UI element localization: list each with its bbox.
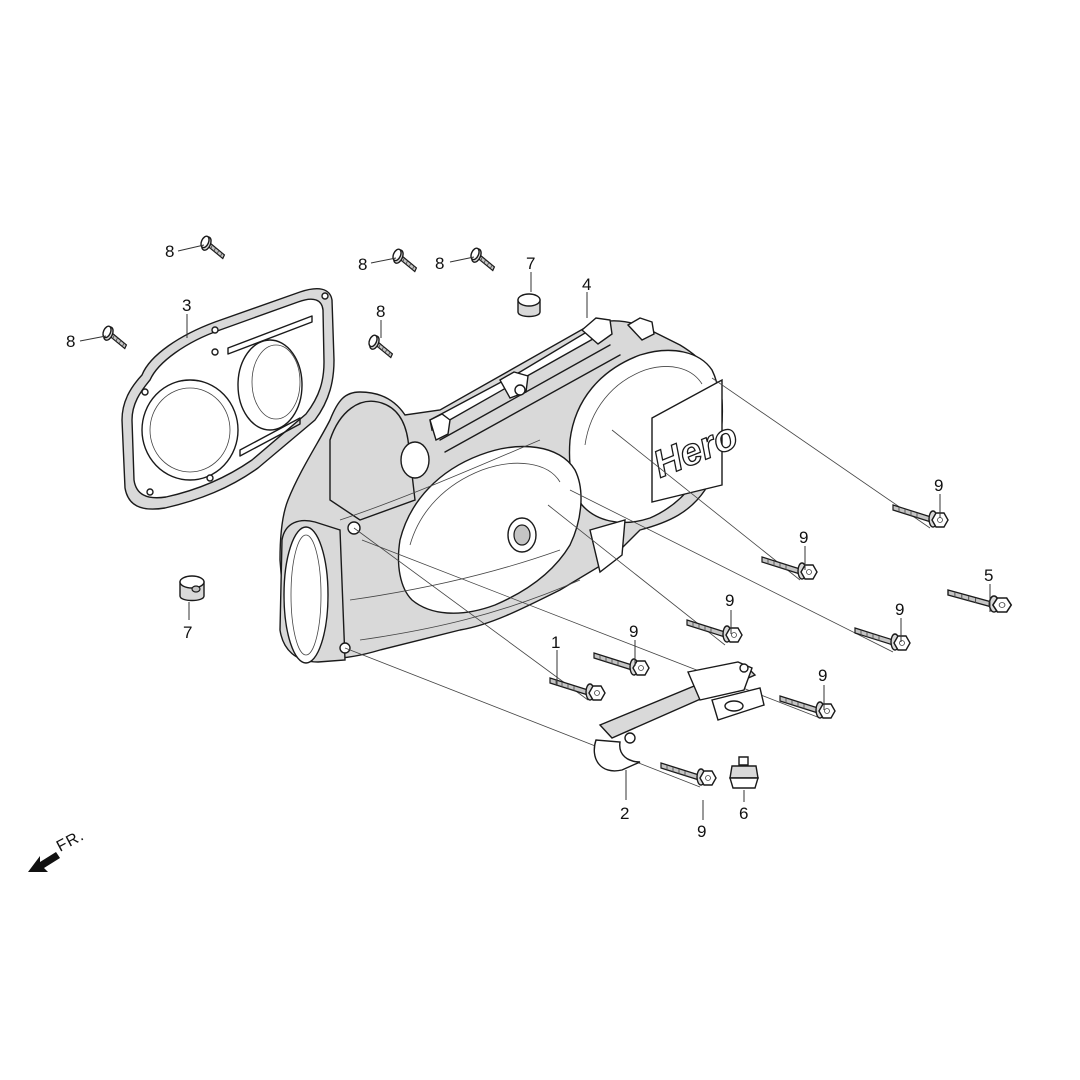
part-8-screw-e: [365, 333, 398, 359]
part-9-bolt-b: [761, 556, 818, 580]
part-8-screw-a: [197, 234, 230, 260]
callout-2: 2: [620, 804, 629, 823]
part-7-collar-top: [517, 293, 541, 318]
part-8-screw-b: [389, 247, 422, 273]
callout-9: 9: [895, 600, 904, 619]
part-3-inner-cover-plate: [121, 288, 335, 510]
callout-7: 7: [526, 254, 535, 273]
callout-9: 9: [697, 822, 706, 841]
part-9-bolt-g: [660, 762, 717, 786]
part-8-screw-c: [467, 246, 500, 272]
callout-7: 7: [183, 623, 192, 642]
callout-8: 8: [66, 332, 75, 351]
callout-9: 9: [725, 591, 734, 610]
part-2-bracket: [593, 661, 765, 772]
callout-5: 5: [984, 566, 993, 585]
callout-9: 9: [818, 666, 827, 685]
callout-labels: 8 8 8 8 8 3 7 4 7 9 9 5 9 9 9 1 9 2 6 9: [66, 242, 993, 841]
callout-6: 6: [739, 804, 748, 823]
part-9-bolt-e: [593, 652, 650, 676]
front-direction-indicator: FR.: [28, 827, 87, 872]
callout-8: 8: [435, 254, 444, 273]
part-4-transmission-cover: Hero: [279, 317, 744, 664]
callout-8: 8: [376, 302, 385, 321]
callout-8: 8: [358, 255, 367, 274]
part-6-nut: [729, 756, 759, 789]
callout-9: 9: [629, 622, 638, 641]
part-1-bolt: [549, 677, 606, 701]
callout-9: 9: [934, 476, 943, 495]
callout-9: 9: [799, 528, 808, 547]
callout-1: 1: [551, 633, 560, 652]
part-7-collar-left: [179, 575, 205, 602]
part-5-bolt: [947, 589, 1013, 613]
part-8-screw-d: [99, 324, 132, 350]
callout-leaders: [79, 244, 991, 820]
callout-8: 8: [165, 242, 174, 261]
front-label: FR.: [54, 827, 87, 856]
part-9-bolt-d: [686, 619, 743, 643]
front-arrow-icon: [28, 852, 60, 872]
callout-4: 4: [582, 275, 591, 294]
callout-3: 3: [182, 296, 191, 315]
part-9-bolt-f: [779, 695, 836, 719]
